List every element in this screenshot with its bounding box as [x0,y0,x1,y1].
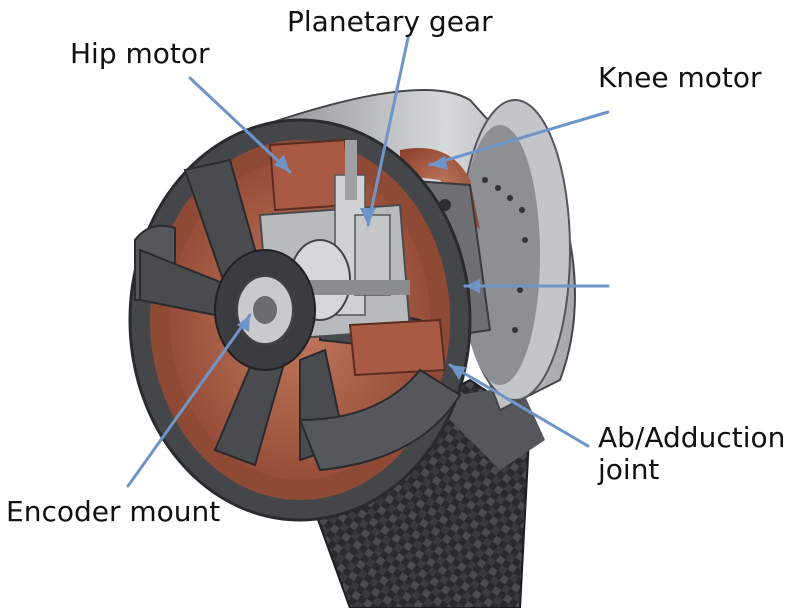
label-planetary-gear: Planetary gear [287,5,493,38]
leader-hip-motor [188,76,292,174]
leader-ab-adduction [448,363,590,448]
label-ab-adduction-joint: Ab/Adduction joint [598,421,786,487]
leader-planetary-gear [366,36,410,227]
label-knee-motor: Knee motor [598,61,762,94]
label-hip-motor: Hip motor [70,37,210,70]
leader-arrowheads [237,155,480,380]
leader-encoder-mount [126,313,252,488]
carbon-fiber-leg [298,378,545,609]
knee-motor-stator [400,148,480,230]
encoder-hub [214,249,316,371]
label-encoder-mount: Encoder mount [6,495,221,528]
lower-ring [298,368,462,472]
leader-knee-motor [428,110,610,167]
leader-lines [126,36,610,488]
